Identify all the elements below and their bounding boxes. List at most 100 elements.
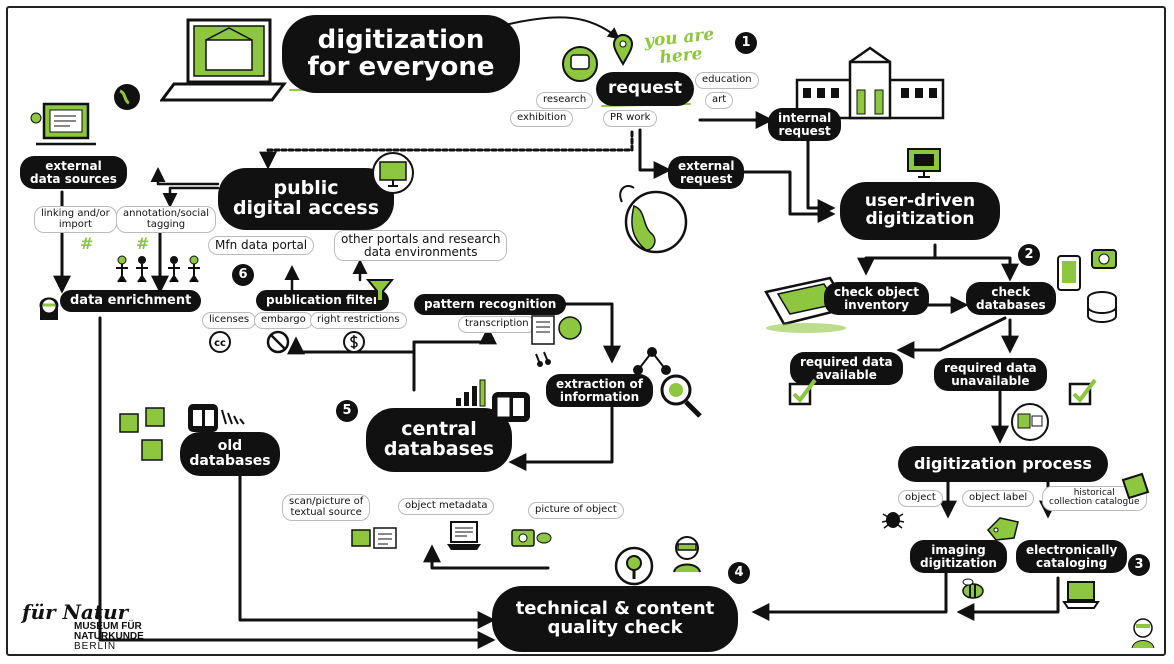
arrow-quality-to-metadata: [423, 544, 550, 570]
request-type-research: research: [536, 92, 594, 109]
arrow-title-to-request: [504, 16, 620, 40]
step-4-badge: 4: [728, 562, 750, 584]
central-databases-blob: central databases: [366, 408, 512, 472]
location-pin-icon: [612, 34, 634, 66]
arrow-cataloging-to-quality: [956, 576, 1060, 621]
svg-text:cc: cc: [214, 338, 226, 349]
arrow-enrichment-to-quality: [98, 316, 496, 649]
person-icon: [39, 297, 59, 320]
monitor-icon: [372, 152, 414, 194]
arrow-request-to-public: [259, 130, 634, 170]
checkbox-icon: [1068, 378, 1097, 406]
arrow-olddb-to-quality: [238, 468, 496, 629]
globe-icon: [114, 84, 140, 110]
globe-icon: [619, 184, 688, 254]
digitization-process-blob: digitization process: [898, 446, 1108, 482]
beetle-icon: [881, 512, 905, 529]
quality-check-blob: technical & content quality check: [492, 586, 738, 652]
arrow-databases-to-available: [896, 316, 1007, 359]
filter-licenses: licenses: [202, 312, 257, 329]
picture-of-object: picture of object: [528, 502, 624, 519]
museum-logo: für Natur: [22, 602, 128, 622]
step-3-badge: 3: [1128, 554, 1150, 576]
annotation-tagging: annotation/social tagging: [116, 206, 217, 233]
filter-right-restrictions: right restrictions: [310, 312, 407, 329]
arrow-internal-to-user-driven: [806, 138, 836, 217]
external-request: external request: [668, 156, 745, 190]
magnifier-icon: [614, 546, 654, 586]
you-are-here: you are here: [643, 24, 716, 68]
funnel-icon: [366, 279, 394, 302]
hash-symbol: #: [80, 234, 94, 253]
scan-icon: [351, 527, 397, 549]
step-2-badge: 2: [1018, 244, 1040, 266]
laptop-icon: [160, 18, 287, 102]
electronically-cataloging: electronically cataloging: [1016, 540, 1128, 574]
network-magnifier-icon: [633, 347, 702, 418]
data-enrichment: data enrichment: [60, 290, 202, 312]
title-blob: digitization for everyone: [282, 15, 520, 93]
people-icon: [116, 255, 200, 283]
linking-import: linking and/or import: [34, 206, 117, 233]
graphic-recorder-icon: [1131, 618, 1155, 649]
step-1-badge: 1: [735, 32, 757, 54]
user-driven-blob: user-driven digitization: [840, 182, 1000, 240]
internal-request: internal request: [768, 108, 842, 142]
computer-icon: [30, 102, 96, 146]
scan-picture-source: scan/picture of textual source: [282, 494, 371, 521]
database-files-icon: [492, 392, 530, 422]
frame-border: [6, 6, 1166, 656]
required-data-unavailable: required data unavailable: [934, 358, 1047, 392]
computer-icon: [1011, 403, 1049, 441]
request-blob: request: [596, 72, 694, 106]
hash-symbol: #: [136, 234, 150, 253]
arrow-central-to-pattern: [412, 326, 497, 392]
filter-embargo: embargo: [254, 312, 313, 329]
label-tag-icon: [986, 517, 1019, 541]
step-6-badge: 6: [232, 264, 254, 286]
input-historical-catalogue: historical collection catalogue: [1042, 486, 1147, 511]
arrow-extraction-to-central: [508, 406, 614, 471]
arrow-request-to-external: [638, 128, 672, 179]
object-metadata: object metadata: [398, 498, 495, 515]
pattern-recognition: pattern recognition: [414, 294, 567, 315]
logo-script: für Natur: [22, 600, 129, 624]
chat-bubble-icon: [562, 46, 598, 82]
document-icon: [531, 315, 582, 367]
publication-filter: publication filter: [256, 290, 389, 311]
external-data-sources: external data sources: [20, 156, 127, 190]
transcription: transcription: [458, 316, 536, 333]
title-line1: digitization: [317, 24, 485, 55]
other-portals: other portals and research data environm…: [334, 230, 508, 262]
step-5-badge: 5: [336, 400, 358, 422]
extraction-of-information: extraction of information: [546, 374, 654, 408]
arrow-external-to-user-driven: [738, 170, 836, 223]
request-type-exhibition: exhibition: [510, 110, 574, 127]
arrow-user-driven-split: [857, 243, 937, 276]
arrow-imaging-to-quality: [751, 568, 948, 621]
cc-icon: cc: [209, 331, 231, 353]
arrow-public-to-external: [150, 167, 220, 186]
public-digital-access-blob: public digital access: [218, 168, 394, 230]
check-databases: check databases: [966, 282, 1056, 316]
input-object: object: [898, 490, 943, 507]
laptop-icon: [1062, 581, 1100, 609]
arrow-central-to-filter: [287, 336, 416, 355]
title-line2: for everyone: [307, 52, 495, 82]
input-object-label: object label: [962, 490, 1035, 507]
arrow-public-to-annotation: [162, 186, 220, 208]
no-entry-icon: [266, 330, 290, 354]
old-databases-blob: old databases: [180, 432, 280, 476]
checkbox-icon: [788, 378, 817, 406]
laptop-icon: [447, 521, 481, 550]
arrow-pattern-to-extraction: [550, 302, 621, 364]
request-type-art: art: [705, 92, 734, 109]
request-type-education: education: [695, 72, 759, 89]
person-icon: [673, 536, 701, 573]
bee-icon: [962, 578, 984, 599]
request-type-pr-work: PR work: [603, 110, 658, 127]
museum-logo-text: MUSEUM FÜR NATURKUNDE BERLIN: [74, 621, 144, 652]
tablet-icon: [1057, 249, 1117, 323]
